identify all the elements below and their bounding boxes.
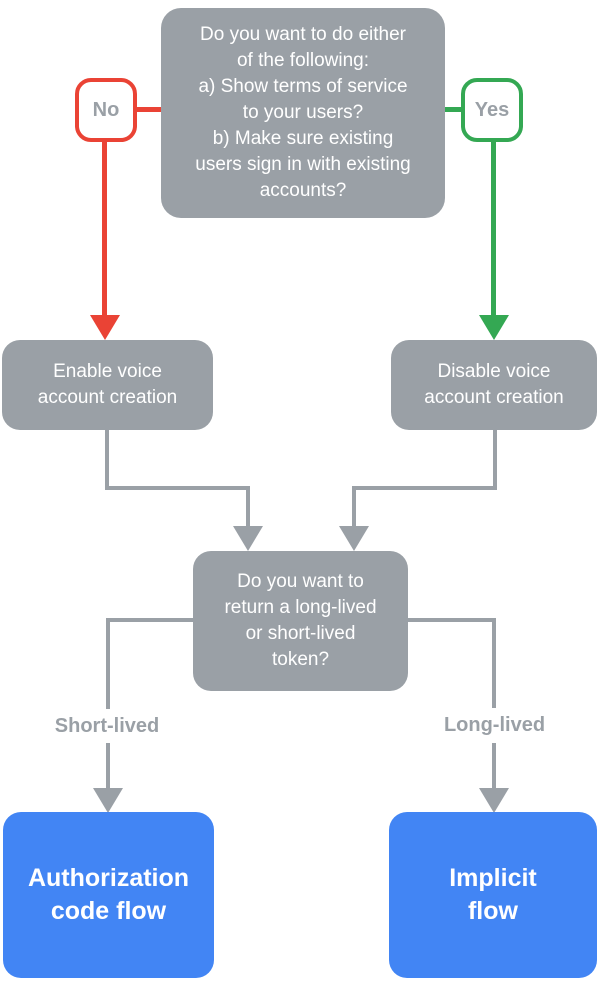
edge-long-lived-vertical-line	[492, 618, 496, 790]
label-long-lived: Long-lived	[411, 708, 578, 743]
edge-enable-arrowhead-icon	[233, 526, 263, 551]
authorization-code-flow-text: Authorization code flow	[27, 864, 190, 925]
edge-enable-elbow-line	[105, 486, 250, 490]
edge-disable-drop-line	[352, 486, 356, 528]
edge-no-horizontal-line	[137, 107, 161, 112]
edge-disable-elbow-line	[352, 486, 497, 490]
short-lived-text: Short-lived	[54, 714, 160, 737]
edge-short-lived-vertical-line	[106, 618, 110, 790]
node-authorization-code-flow: Authorization code flow	[3, 812, 214, 978]
node-enable-voice-account-creation: Enable voice account creation	[2, 340, 213, 430]
disable-voice-text: Disable voice account creation	[424, 361, 564, 408]
enable-voice-text: Enable voice account creation	[37, 361, 178, 408]
edge-short-lived-horizontal-line	[106, 618, 193, 622]
edge-long-lived-horizontal-line	[408, 618, 496, 622]
node-terms-question: Do you want to do either of the followin…	[161, 8, 445, 218]
node-disable-voice-account-creation: Disable voice account creation	[391, 340, 597, 430]
edge-disable-down-line	[493, 430, 497, 490]
node-implicit-flow: Implicit flow	[389, 812, 597, 978]
edge-yes-arrowhead-icon	[479, 315, 509, 340]
badge-yes: Yes	[461, 78, 523, 142]
badge-no-label: No	[92, 98, 120, 121]
label-short-lived: Short-lived	[22, 709, 192, 743]
node-token-question: Do you want to return a long-lived or sh…	[193, 551, 408, 691]
terms-question-text: Do you want to do either of the followin…	[195, 24, 411, 201]
edge-enable-drop-line	[246, 486, 250, 528]
token-question-text: Do you want to return a long-lived or sh…	[224, 571, 377, 670]
edge-yes-horizontal-line	[445, 107, 461, 112]
long-lived-text: Long-lived	[443, 714, 546, 736]
edge-no-vertical-line	[102, 142, 107, 316]
edge-short-lived-arrowhead-icon	[93, 788, 123, 813]
implicit-flow-text: Implicit flow	[449, 864, 537, 925]
badge-yes-label: Yes	[474, 98, 510, 121]
badge-no: No	[75, 78, 137, 142]
edge-yes-vertical-line	[491, 142, 496, 316]
edge-no-arrowhead-icon	[90, 315, 120, 340]
edge-disable-arrowhead-icon	[339, 526, 369, 551]
edge-long-lived-arrowhead-icon	[479, 788, 509, 813]
edge-enable-down-line	[105, 430, 109, 490]
